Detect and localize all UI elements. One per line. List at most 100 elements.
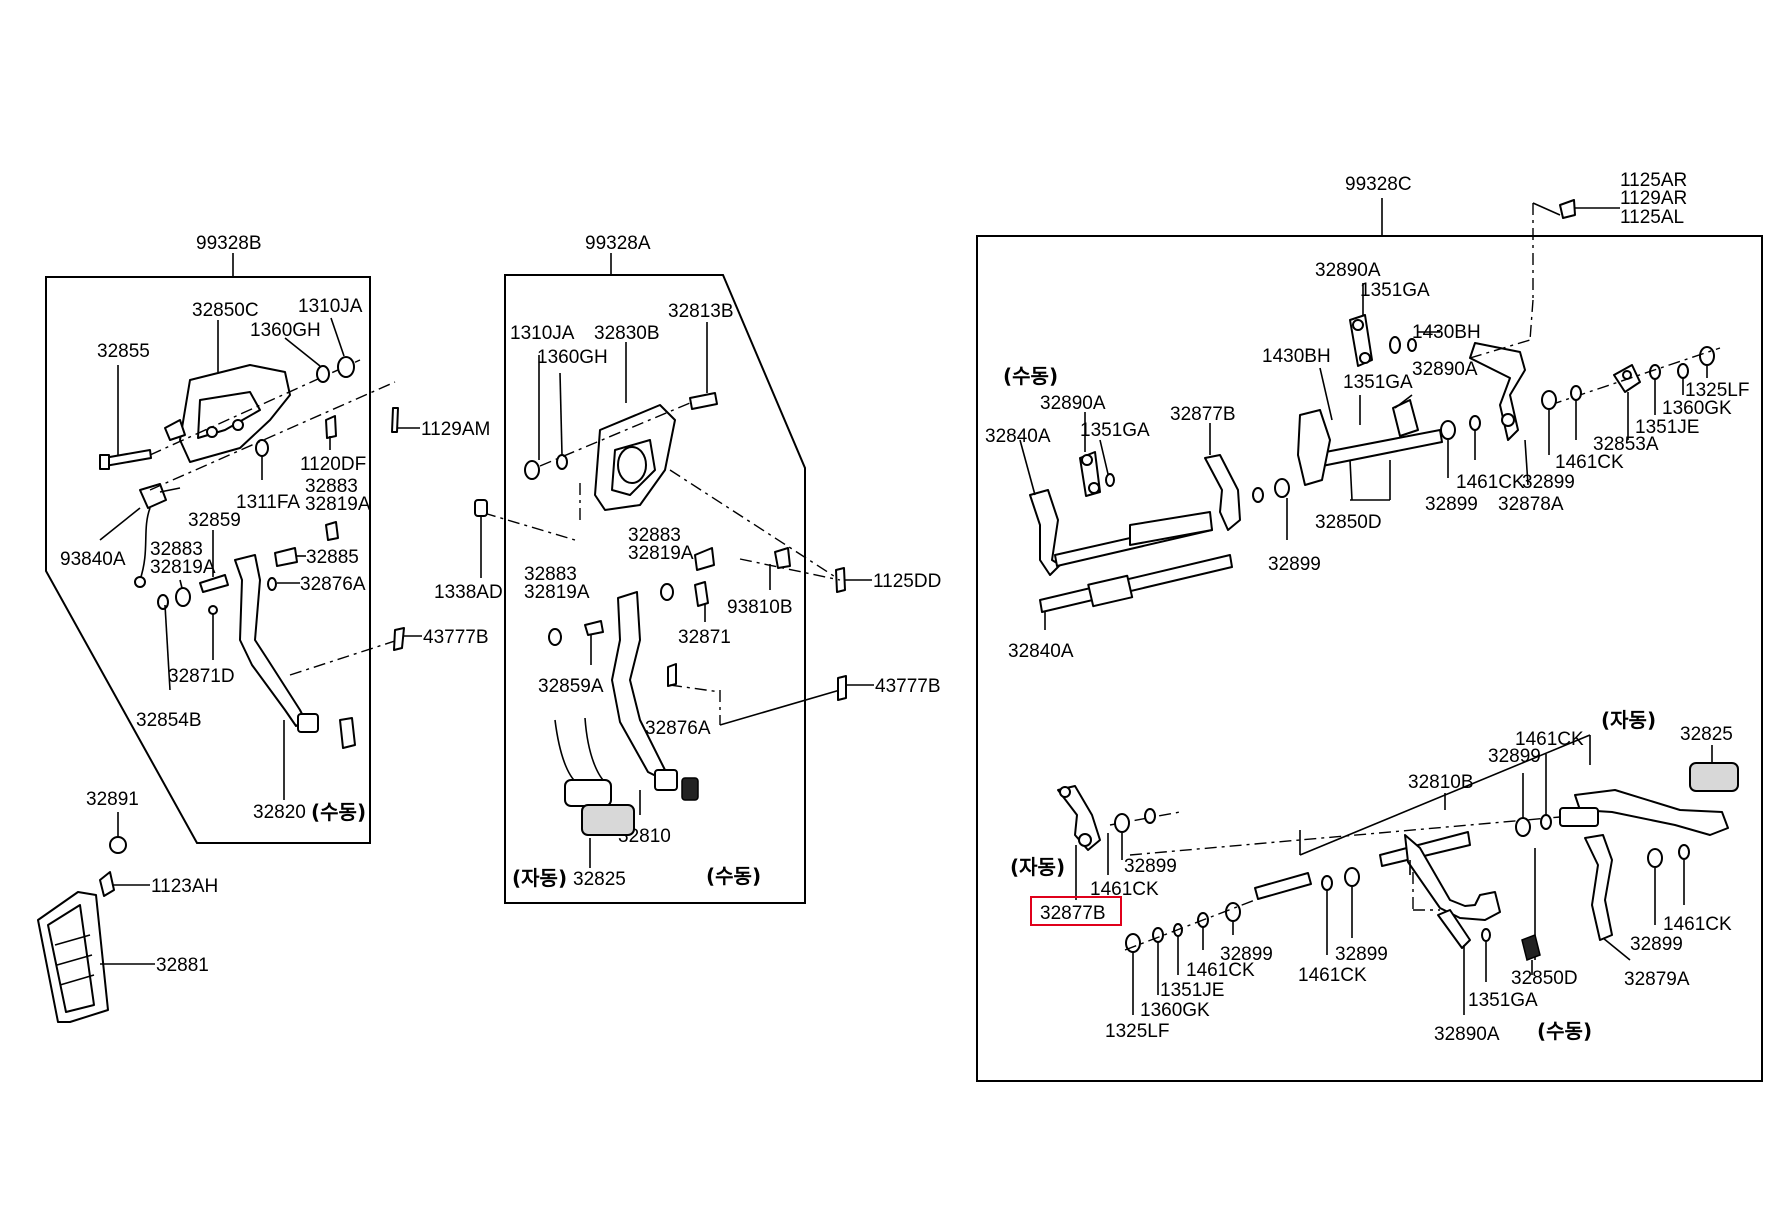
label-32810B: 32810B	[1408, 772, 1474, 793]
mode-manual-b: (수동)	[311, 800, 366, 824]
label-32830B: 32830B	[594, 323, 660, 344]
accel-pedal: 32891 1123AH 32881	[37, 789, 218, 1023]
pedal-arm-32810	[611, 591, 666, 779]
label-1310JA-b: 1310JA	[298, 296, 363, 317]
label-32813B: 32813B	[668, 301, 734, 322]
label-1125AL: 1125AL	[1620, 207, 1684, 228]
label-32850C: 32850C	[192, 300, 259, 321]
label-1461CK-b4: 1461CK	[1298, 965, 1367, 986]
label-1461CK-t2: 1461CK	[1555, 452, 1624, 473]
label-32820: 32820	[253, 802, 306, 823]
label-32883-a-l: 32883	[524, 564, 577, 585]
label-1360GK-top: 1360GK	[1662, 398, 1732, 419]
bolt-32855	[103, 449, 152, 467]
mode-auto-a: (자동)	[512, 866, 567, 890]
label-32890A-mid: 32890A	[1412, 359, 1478, 380]
label-1351JE-top: 1351JE	[1635, 417, 1699, 438]
highlight-box-32877B	[1030, 896, 1122, 926]
label-32899-t1: 32899	[1425, 494, 1478, 515]
mode-manual-c-bot: (수동)	[1537, 1019, 1592, 1043]
label-32819A-b-top: 32819A	[305, 494, 371, 515]
label-1125DD: 1125DD	[873, 571, 941, 592]
label-1461CK-t1: 1461CK	[1456, 472, 1525, 493]
lever-1430BH-left	[1297, 409, 1331, 486]
label-32825-a: 32825	[573, 869, 626, 890]
group-99328B-label: 99328B	[196, 233, 262, 254]
group-99328C-frame	[976, 235, 1763, 1082]
label-32899-b2: 32899	[1488, 746, 1541, 767]
label-1461CK-b5: 1461CK	[1186, 960, 1255, 981]
label-32871D: 32871D	[168, 666, 235, 687]
label-1351JE-bot: 1351JE	[1160, 980, 1224, 1001]
group-99328C-label: 99328C	[1345, 174, 1412, 195]
label-93840A: 93840A	[60, 549, 126, 570]
label-32819A-a-r: 32819A	[628, 543, 694, 564]
label-1129AR: 1129AR	[1620, 188, 1687, 209]
group-99328B-frame	[45, 276, 371, 844]
label-32840A-top: 32840A	[985, 426, 1051, 447]
label-1310JA-a: 1310JA	[510, 323, 575, 344]
mode-auto-c-bot: (자동)	[1010, 855, 1065, 879]
group-99328C: 99328C 1125AR 1129AR 1125AL (수동) 32890A …	[976, 170, 1763, 1082]
label-32879A: 32879A	[1624, 969, 1690, 990]
label-1338AD: 1338AD	[434, 582, 503, 603]
label-1351GA-mid: 1351GA	[1343, 372, 1413, 393]
label-32881: 32881	[156, 955, 209, 976]
label-32883-b-top: 32883	[305, 476, 358, 497]
label-1120DF: 1120DF	[300, 454, 366, 475]
mode-manual-c-top: (수동)	[1003, 364, 1058, 388]
label-32883-b: 32883	[150, 539, 203, 560]
label-32850D-top: 32850D	[1315, 512, 1382, 533]
label-32878A: 32878A	[1498, 494, 1564, 515]
label-1325LF-top: 1325LF	[1685, 380, 1749, 401]
lever-32877B-bot	[1057, 785, 1101, 851]
label-1125AR: 1125AR	[1620, 170, 1687, 191]
label-1430BH-l: 1430BH	[1262, 346, 1331, 367]
mode-auto-c-top: (자동)	[1601, 708, 1656, 732]
label-1123AH: 1123AH	[151, 876, 218, 897]
label-1351GA-top: 1351GA	[1360, 280, 1430, 301]
label-32840A-bot: 32840A	[1008, 641, 1074, 662]
label-32899-b5: 32899	[1220, 944, 1273, 965]
label-32890A-left: 32890A	[1040, 393, 1106, 414]
label-32876A-a: 32876A	[645, 718, 711, 739]
label-1351GA-left: 1351GA	[1080, 420, 1150, 441]
shaft-32850D-top	[1309, 429, 1443, 469]
label-32885: 32885	[306, 547, 359, 568]
label-1351GA-bot: 1351GA	[1468, 990, 1538, 1011]
label-1311FA: 1311FA	[236, 492, 300, 513]
mode-manual-a: (수동)	[706, 864, 761, 888]
group-99328B: 99328B 32855 32850C 1310JA 1360GH 1129AM…	[45, 233, 490, 844]
shaft-lower	[1039, 554, 1233, 613]
shaft-32850D-bot	[1254, 872, 1312, 900]
pedal-pad-32825-a	[581, 804, 635, 836]
label-32890A-bot: 32890A	[1434, 1024, 1500, 1045]
link-32890A-bot	[1437, 909, 1471, 949]
label-32899-t3: 32899	[1268, 554, 1321, 575]
label-1430BH-r: 1430BH	[1412, 322, 1481, 343]
group-99328A-label: 99328A	[585, 233, 651, 254]
label-1461CK-b2: 1461CK	[1663, 914, 1732, 935]
lever-32879A	[1584, 834, 1613, 941]
label-32871: 32871	[678, 627, 731, 648]
label-1360GH-a: 1360GH	[537, 347, 608, 368]
label-32891: 32891	[86, 789, 139, 810]
label-43777B-a: 43777B	[875, 676, 941, 697]
label-32850D-bot: 32850D	[1511, 968, 1578, 989]
pedal-pad-32825-c	[1689, 762, 1739, 792]
label-1325LF-bot: 1325LF	[1105, 1021, 1169, 1042]
label-43777B-b: 43777B	[423, 627, 489, 648]
label-32859: 32859	[188, 510, 241, 531]
label-32877B-bot: 32877B	[1040, 903, 1106, 924]
switch-93840A	[139, 483, 167, 509]
label-32899-b1: 32899	[1124, 856, 1177, 877]
label-32877B-top: 32877B	[1170, 404, 1236, 425]
label-1360GH-b: 1360GH	[250, 320, 321, 341]
label-1461CK-b3: 1461CK	[1090, 879, 1159, 900]
label-32899-t2: 32899	[1522, 472, 1575, 493]
label-32855: 32855	[97, 341, 150, 362]
label-1461CK-b1: 1461CK	[1515, 729, 1584, 750]
label-32853A: 32853A	[1593, 434, 1659, 455]
label-32819A-a-l: 32819A	[524, 582, 590, 603]
